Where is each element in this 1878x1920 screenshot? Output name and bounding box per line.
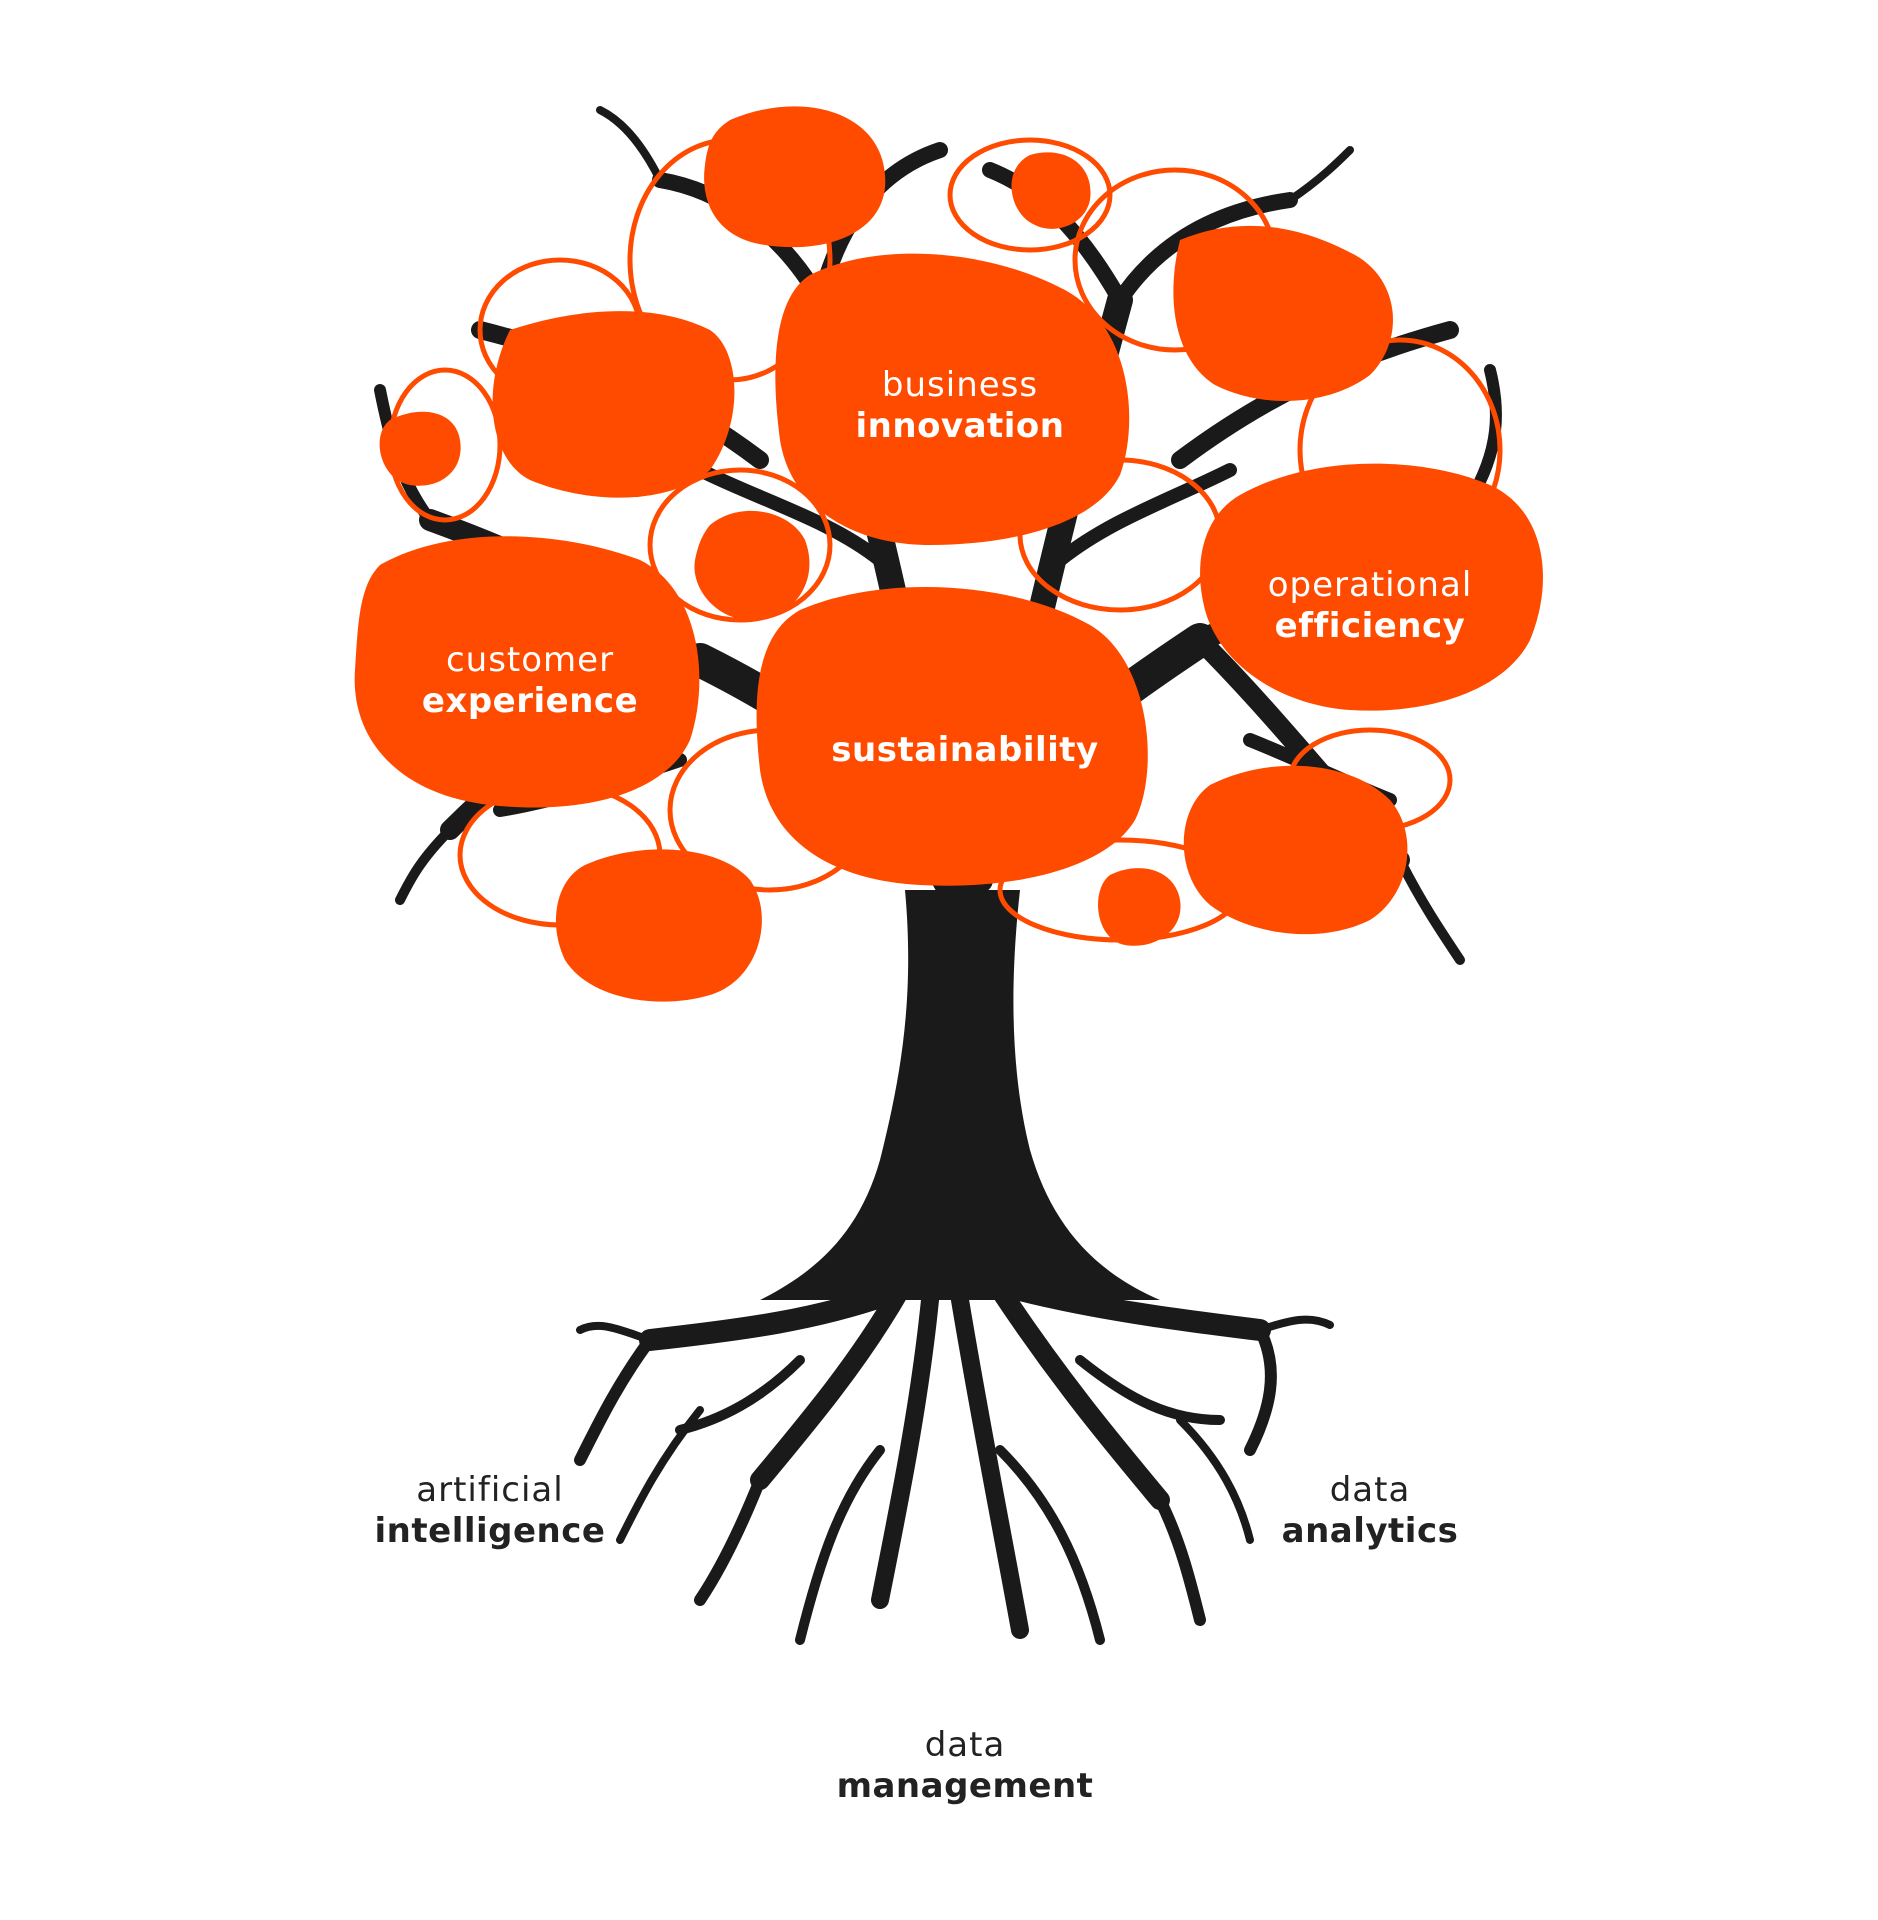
label-data-analytics-bold: analytics xyxy=(1281,1510,1459,1551)
blob-left-small xyxy=(379,411,461,486)
label-sustainability: sustainability xyxy=(831,730,1098,771)
label-operational-efficiency: operational efficiency xyxy=(1268,565,1473,647)
label-data-analytics-light: data xyxy=(1329,1470,1411,1510)
label-business-innovation: business innovation xyxy=(856,365,1065,447)
label-customer-experience-bold: experience xyxy=(421,680,639,721)
blob-lower-right-small xyxy=(1098,868,1181,946)
label-operational-efficiency-light: operational xyxy=(1267,565,1473,605)
label-data-management-light: data xyxy=(924,1725,1006,1765)
label-business-innovation-bold: innovation xyxy=(855,405,1065,446)
tree-trunk xyxy=(760,890,1160,1300)
blob-customer-experience xyxy=(354,536,700,808)
label-business-innovation-light: business xyxy=(881,365,1039,405)
blob-top-small xyxy=(1011,152,1091,229)
tree-roots xyxy=(574,1279,1334,1645)
blob-sustainability xyxy=(756,587,1148,886)
label-sustainability-bold: sustainability xyxy=(831,730,1099,770)
label-artificial-intelligence: artificial intelligence xyxy=(375,1470,606,1552)
label-artificial-intelligence-bold: intelligence xyxy=(374,1510,606,1551)
blob-top-right xyxy=(1173,225,1393,402)
blob-upper-left xyxy=(492,311,735,498)
blob-bottom-left xyxy=(555,849,762,1002)
label-artificial-intelligence-light: artificial xyxy=(416,1470,564,1510)
blob-operational-efficiency xyxy=(1200,463,1543,711)
label-customer-experience: customer experience xyxy=(422,640,638,722)
blob-business-innovation xyxy=(775,253,1130,545)
label-operational-efficiency-bold: efficiency xyxy=(1274,605,1466,646)
label-customer-experience-light: customer xyxy=(445,640,615,680)
blob-lower-right xyxy=(1183,765,1408,935)
label-data-management-bold: management xyxy=(836,1765,1094,1806)
canopy-blobs xyxy=(354,106,1543,1002)
blob-top-left xyxy=(704,106,886,248)
label-data-analytics: data analytics xyxy=(1282,1470,1459,1552)
label-data-management: data management xyxy=(837,1725,1094,1807)
blob-mid-left-small xyxy=(694,510,810,621)
